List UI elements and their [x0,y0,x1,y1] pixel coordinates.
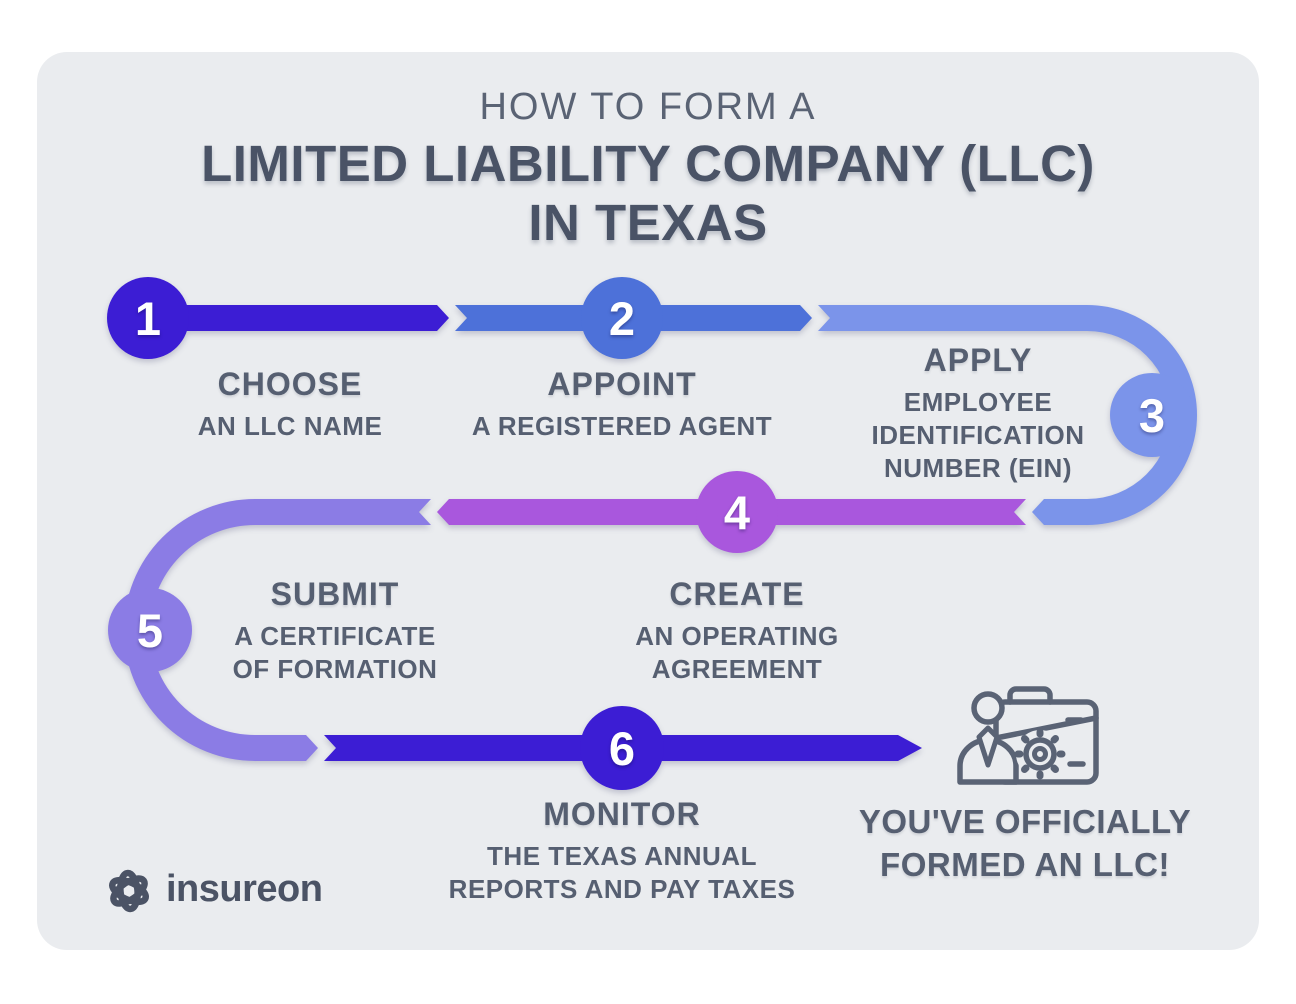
step-6-subtitle-line1: THE TEXAS ANNUAL [487,841,757,871]
outcome-line1: YOU'VE OFFICIALLY [858,803,1192,840]
title-kicker: HOW TO FORM A [479,86,817,128]
businessman [957,691,1019,785]
page-title-line2: IN TEXAS [528,194,768,251]
step-1-label: CHOOSE AN LLC NAME [80,366,500,443]
path-segment-1 [148,305,449,331]
step-5-label: SUBMIT A CERTIFICATE OF FORMATION [125,576,545,686]
gear-icon [1014,728,1066,780]
page-title-line1: LIMITED LIABILITY COMPANY (LLC) [201,135,1095,192]
step-4-number: 4 [723,485,751,539]
path-segment-3b [1032,499,1087,525]
insureon-knot-icon [109,869,149,913]
step-3-number: 3 [1138,388,1166,442]
step-4-circle [696,471,778,553]
step-4-subtitle-line1: AN OPERATING [635,621,839,651]
step-2-title: APPOINT [547,366,697,402]
path-segment-5 [255,499,431,525]
step-6-number: 6 [608,721,636,775]
path-segment-3 [818,305,1087,331]
outcome-line2: FORMED AN LLC! [880,846,1170,883]
step-5-circle [108,588,192,672]
step-4-label: CREATE AN OPERATING AGREEMENT [527,576,947,686]
step-6-circle [580,706,664,790]
path-segment-5b [255,735,318,761]
step-2-number: 2 [608,291,636,345]
step-2-subtitle: A REGISTERED AGENT [471,411,773,441]
step-2-circle [581,277,663,359]
businessman-gear-briefcase-icon [957,686,1099,785]
step-3-title: APPLY [923,342,1033,378]
step-5-number: 5 [136,603,164,657]
step-6-label: MONITOR THE TEXAS ANNUAL REPORTS AND PAY… [412,796,832,906]
step-3-circle [1110,373,1194,457]
step-6-subtitle-line2: REPORTS AND PAY TAXES [448,874,796,904]
step-1-number: 1 [134,291,162,345]
step-3-label: APPLY EMPLOYEE IDENTIFICATION NUMBER (EI… [768,342,1188,485]
step-3-subtitle-line2: IDENTIFICATION [871,420,1085,450]
step-1-title: CHOOSE [217,366,363,402]
step-1-circle [107,277,189,359]
step-3-subtitle-line1: EMPLOYEE [903,387,1053,417]
step-3-subtitle-line3: NUMBER (EIN) [884,453,1072,483]
step-2-label: APPOINT A REGISTERED AGENT [412,366,832,443]
brand-name: insureon [166,867,323,910]
step-1-subtitle: AN LLC NAME [197,411,383,441]
briefcase-handle [1007,686,1053,705]
step-4-subtitle-line2: AGREEMENT [651,654,823,684]
step-6-title: MONITOR [543,796,701,832]
step-5-subtitle-line2: OF FORMATION [232,654,438,684]
tie [976,725,1000,768]
outcome-message: YOU'VE OFFICIALLY FORMED AN LLC! [815,800,1235,886]
brand-logo: insureon [100,860,323,918]
step-4-title: CREATE [669,576,805,612]
step-5-subtitle-line1: A CERTIFICATE [234,621,436,651]
step-5-title: SUBMIT [270,576,400,612]
page-title: LIMITED LIABILITY COMPANY (LLC) IN TEXAS [0,134,1296,252]
